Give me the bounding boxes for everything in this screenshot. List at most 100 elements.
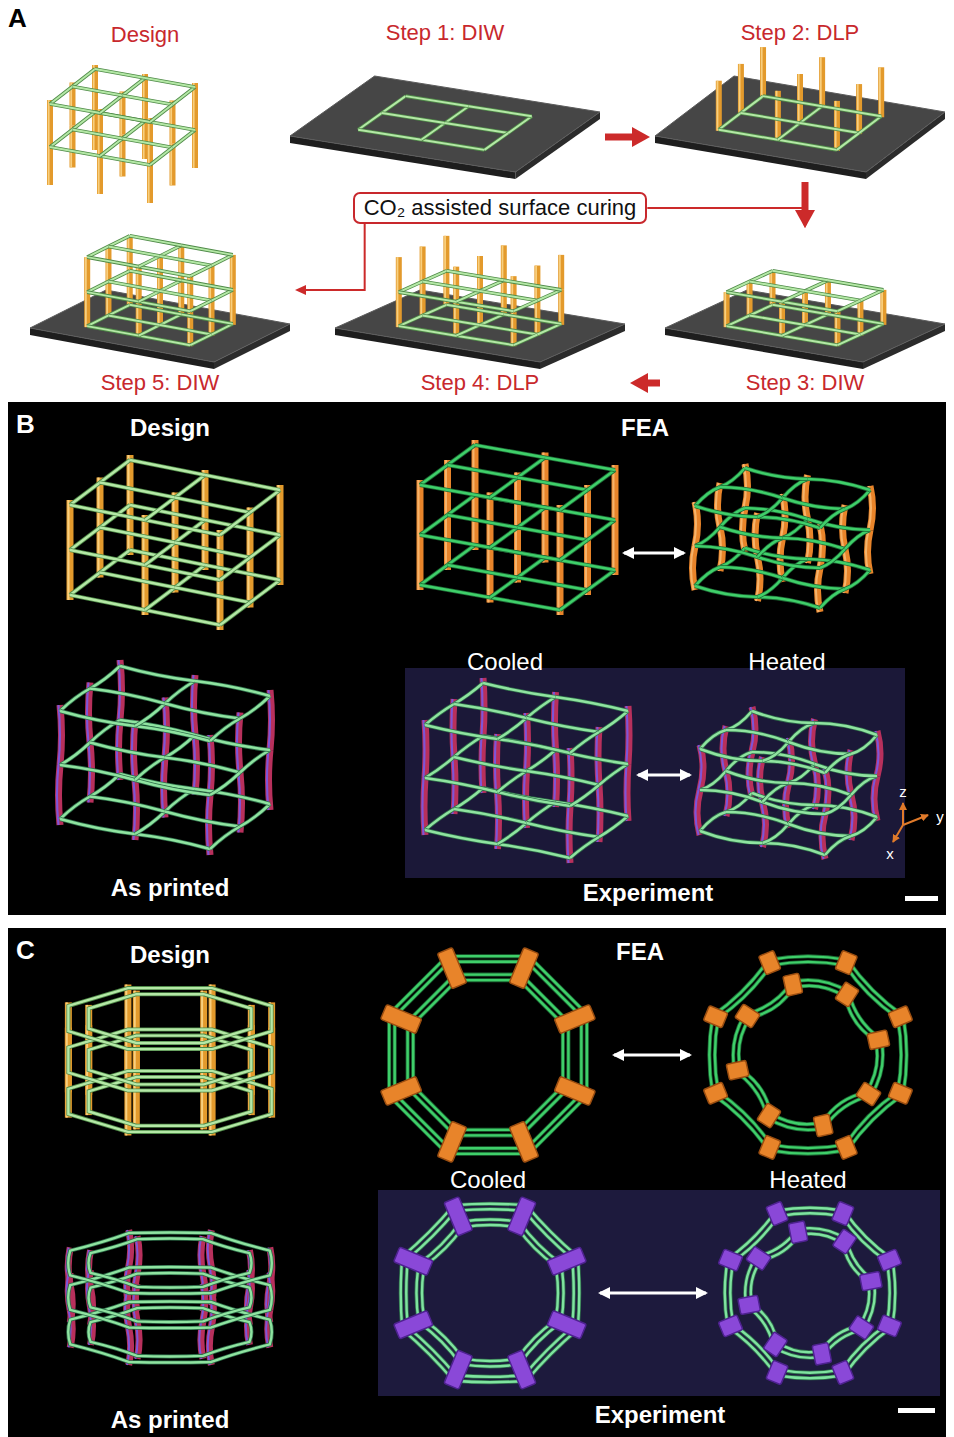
ring-exp-cooled bbox=[394, 1197, 587, 1390]
pillar-block bbox=[877, 1315, 902, 1337]
pillar-highlight bbox=[761, 47, 763, 97]
strut bbox=[560, 540, 588, 560]
strut-shade bbox=[87, 257, 139, 267]
panel-heading: FEA bbox=[621, 414, 669, 442]
pillar-block bbox=[813, 1114, 833, 1137]
strut bbox=[498, 771, 527, 792]
strut bbox=[90, 689, 165, 704]
strut bbox=[454, 683, 483, 704]
strut-shade bbox=[845, 530, 870, 549]
lattice-design bbox=[49, 65, 195, 203]
pillar bbox=[147, 161, 153, 203]
pillar bbox=[747, 281, 753, 316]
strut-shade bbox=[456, 302, 513, 312]
pillar-block bbox=[726, 1060, 749, 1080]
strut-shade bbox=[480, 314, 504, 325]
strut bbox=[425, 757, 454, 778]
strut bbox=[808, 479, 871, 490]
strut-shade bbox=[220, 558, 250, 581]
strut bbox=[570, 785, 599, 806]
strut bbox=[175, 498, 250, 513]
strut bbox=[90, 666, 120, 689]
ring-strut-shade bbox=[395, 962, 582, 1149]
ring-strut bbox=[68, 1232, 272, 1293]
strut bbox=[700, 771, 726, 790]
strut-shade bbox=[490, 478, 518, 498]
strut-shade bbox=[87, 246, 108, 257]
strut-shade bbox=[87, 326, 139, 336]
pillar-highlight bbox=[585, 540, 587, 595]
strut-shade bbox=[560, 540, 588, 560]
ring-strut-shade bbox=[725, 1208, 895, 1378]
pillar bbox=[819, 57, 825, 107]
strut-shade bbox=[240, 750, 270, 773]
pillar-highlight bbox=[739, 64, 741, 114]
strut bbox=[425, 830, 498, 844]
pillar bbox=[230, 255, 236, 290]
strut bbox=[220, 513, 250, 536]
strut bbox=[108, 315, 160, 325]
strut-shade bbox=[782, 325, 805, 336]
strut-shade bbox=[60, 711, 135, 726]
pillar bbox=[47, 143, 53, 185]
strut bbox=[190, 301, 211, 312]
strut bbox=[456, 325, 480, 336]
strut-shade bbox=[108, 305, 129, 316]
strut-shade bbox=[822, 106, 881, 116]
strut-shade bbox=[160, 314, 181, 325]
strut-shade bbox=[423, 305, 447, 316]
strut bbox=[382, 96, 406, 113]
pillar-block bbox=[507, 1350, 536, 1389]
strut-shade bbox=[190, 266, 211, 277]
strut bbox=[700, 730, 726, 749]
panel-heading: Design bbox=[111, 22, 179, 47]
strut-shade bbox=[139, 267, 191, 277]
strut bbox=[789, 824, 852, 836]
panel-letter: C bbox=[16, 936, 35, 966]
strut bbox=[782, 291, 805, 302]
pillar bbox=[420, 281, 426, 316]
strut bbox=[145, 610, 220, 625]
strut-shade bbox=[135, 780, 210, 795]
pillar bbox=[716, 81, 722, 131]
strut bbox=[250, 490, 280, 513]
strut-shade bbox=[456, 291, 480, 302]
strut bbox=[783, 498, 846, 509]
strut bbox=[454, 704, 527, 718]
print-platform bbox=[650, 46, 950, 182]
panel-heading: Experiment bbox=[595, 1401, 726, 1429]
lattice-exp-heated bbox=[695, 707, 880, 859]
pillar-highlight bbox=[238, 773, 240, 833]
strut bbox=[805, 314, 828, 325]
strut bbox=[70, 528, 100, 551]
strut bbox=[851, 817, 877, 836]
strut-shade bbox=[837, 301, 860, 312]
strut bbox=[210, 827, 240, 850]
strut-shade bbox=[399, 281, 423, 292]
strut-shade bbox=[456, 325, 480, 336]
strut-shade bbox=[851, 776, 877, 795]
ring-strut-shade bbox=[413, 980, 563, 1130]
strut-shade bbox=[695, 586, 758, 597]
pillar bbox=[557, 505, 564, 560]
ring-strut-shade bbox=[408, 975, 569, 1136]
strut-shade bbox=[123, 121, 146, 139]
ring-strut-shade bbox=[89, 1239, 252, 1288]
strut bbox=[240, 804, 270, 827]
pillar bbox=[477, 256, 483, 291]
strut-shade bbox=[741, 113, 800, 123]
strut bbox=[448, 545, 476, 565]
strut-shade bbox=[763, 824, 789, 843]
pillar bbox=[105, 246, 111, 281]
strut-shade bbox=[73, 87, 123, 96]
strut-shade bbox=[160, 245, 181, 256]
step-label: Step 4: DLP bbox=[330, 370, 630, 396]
strut-shade bbox=[514, 301, 538, 312]
ring-strut bbox=[395, 962, 582, 1149]
strut-shade bbox=[860, 324, 883, 335]
strut bbox=[212, 290, 233, 301]
strut bbox=[778, 123, 800, 140]
strut-shade bbox=[145, 78, 195, 87]
strut bbox=[139, 291, 160, 302]
pillar-highlight bbox=[695, 790, 698, 835]
